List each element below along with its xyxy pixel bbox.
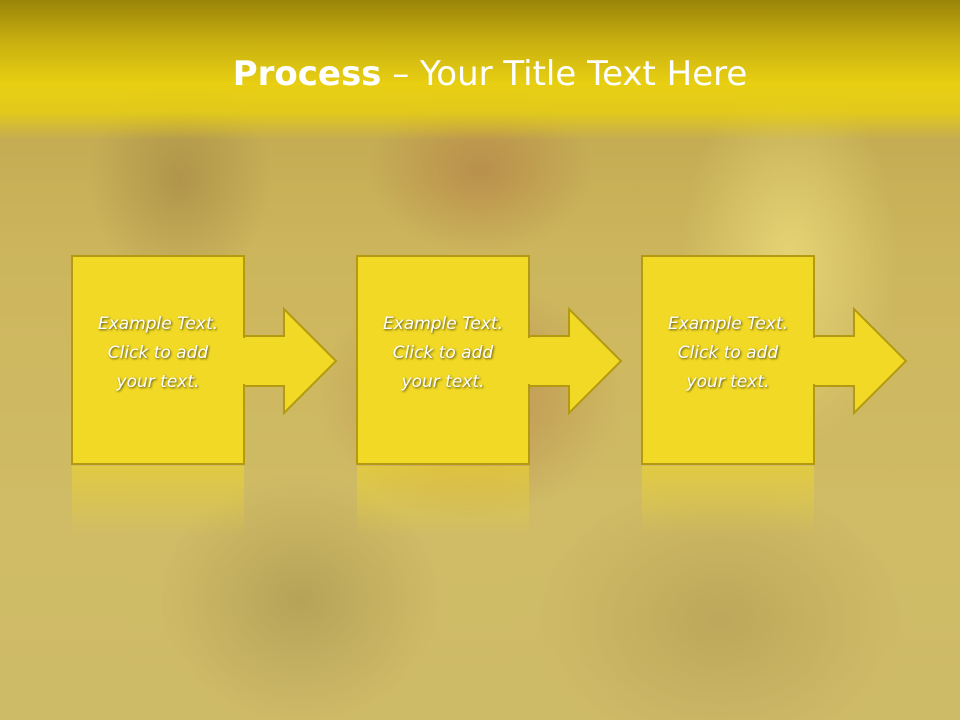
step-2-line-3: your text. <box>401 372 485 392</box>
step-2-reflection <box>357 466 529 536</box>
process-step-2[interactable]: Example Text. Click to add your text. <box>356 255 627 536</box>
step-3-arrow-icon <box>813 306 908 416</box>
title-bold: Process <box>232 54 382 94</box>
step-1-line-1: Example Text. <box>97 314 219 334</box>
step-2-text[interactable]: Example Text. Click to add your text. <box>357 310 529 397</box>
step-1-line-2: Click to add <box>107 343 209 363</box>
step-2-arrow-icon <box>528 306 623 416</box>
step-1-reflection <box>72 466 244 536</box>
slide-title[interactable]: Process – Your Title Text Here <box>0 52 960 96</box>
process-step-3[interactable]: Example Text. Click to add your text. <box>641 255 912 536</box>
step-3-line-1: Example Text. <box>667 314 789 334</box>
step-3-shape <box>641 255 908 465</box>
step-2-shape <box>356 255 623 465</box>
title-rest: – Your Title Text Here <box>381 54 748 94</box>
step-3-line-2: Click to add <box>677 343 779 363</box>
title-band <box>0 0 960 140</box>
step-2-line-2: Click to add <box>392 343 494 363</box>
step-1-shape <box>71 255 338 465</box>
step-1-text[interactable]: Example Text. Click to add your text. <box>72 310 244 397</box>
step-1-line-3: your text. <box>116 372 200 392</box>
step-3-reflection <box>642 466 814 536</box>
step-1-join <box>240 338 246 384</box>
step-3-line-3: your text. <box>686 372 770 392</box>
step-3-join <box>810 338 816 384</box>
process-step-1[interactable]: Example Text. Click to add your text. <box>71 255 342 536</box>
step-3-text[interactable]: Example Text. Click to add your text. <box>642 310 814 397</box>
step-2-join <box>525 338 531 384</box>
step-1-arrow-icon <box>243 306 338 416</box>
step-2-line-1: Example Text. <box>382 314 504 334</box>
step-2-box <box>356 255 530 465</box>
